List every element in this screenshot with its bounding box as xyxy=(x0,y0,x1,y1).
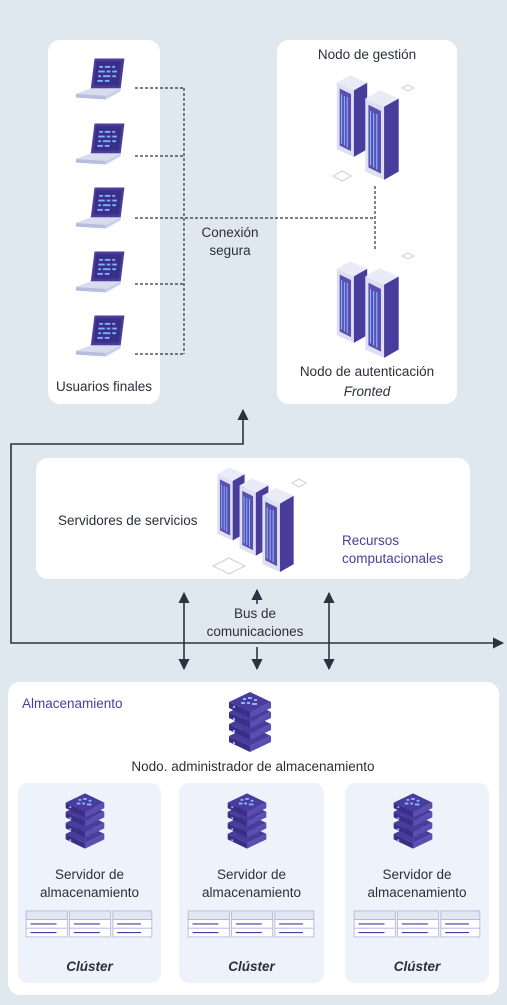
floor-tile-icon xyxy=(401,84,415,92)
server-rack-icon xyxy=(352,908,482,942)
server-tower-icon xyxy=(360,266,404,360)
storage-stack-icon xyxy=(62,793,108,849)
storage-stack-icon xyxy=(390,793,436,849)
laptop-icon xyxy=(74,185,130,231)
laptop-icon xyxy=(74,313,130,359)
storage-server-label: Servidor de almacenamiento xyxy=(201,867,302,900)
management-node-title: Nodo de gestión xyxy=(317,47,417,62)
floor-tile-icon xyxy=(332,170,352,182)
storage-title: Almacenamiento xyxy=(22,696,123,711)
cluster-label: Clúster xyxy=(228,959,275,974)
secure-connection-label: Conexión segura xyxy=(192,224,268,260)
floor-tile-icon xyxy=(291,478,307,488)
floor-tile-icon xyxy=(212,557,246,575)
compute-resources-label: Recursos computacionales xyxy=(342,533,444,566)
laptop-icon xyxy=(74,121,130,167)
storage-server-label: Servidor de almacenamiento xyxy=(39,867,140,900)
floor-tile-icon xyxy=(401,252,415,260)
storage-stack-icon xyxy=(225,692,275,752)
laptop-icon xyxy=(74,56,130,102)
services-servers-label: Servidores de servicios xyxy=(58,513,198,528)
laptop-icon xyxy=(74,249,130,295)
server-rack-icon xyxy=(186,908,316,942)
storage-stack-icon xyxy=(224,793,270,849)
server-rack-icon xyxy=(24,908,154,942)
storage-admin-label: Nodo. administrador de almacenamiento xyxy=(131,759,375,774)
cluster-label: Clúster xyxy=(393,959,441,974)
cluster-label: Clúster xyxy=(66,959,113,974)
storage-server-label: Servidor de almacenamiento xyxy=(367,867,467,900)
server-tower-icon xyxy=(360,88,404,182)
server-tower-icon xyxy=(258,486,298,574)
bus-label: Bus de comunicaciones xyxy=(206,606,304,639)
users-label: Usuarios finales xyxy=(55,379,153,394)
auth-node-subtitle: Fronted xyxy=(343,384,391,399)
auth-node-title: Nodo de autenticación xyxy=(299,364,435,379)
